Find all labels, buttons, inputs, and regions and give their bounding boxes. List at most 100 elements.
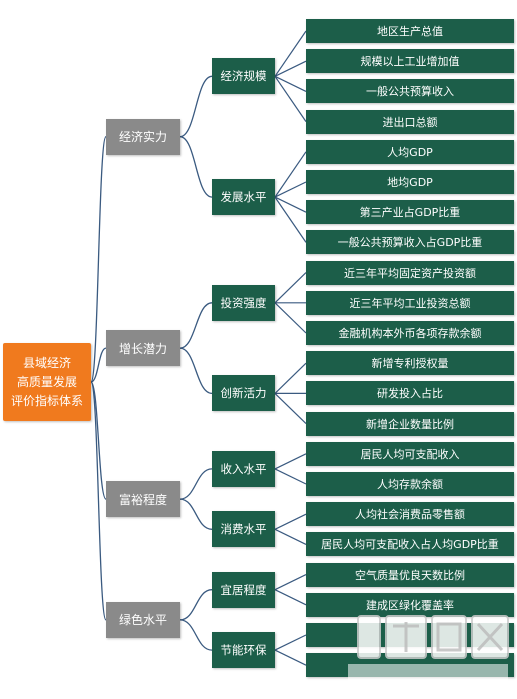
group-connector <box>179 619 213 651</box>
indicator-item-label: 规模以上工业增加值 <box>360 55 460 69</box>
indicator-item: 人均存款余额 <box>306 472 514 496</box>
item-connector <box>274 589 307 606</box>
indicator-item-label: 空气质量优良天数比例 <box>355 568 465 582</box>
item-connector <box>274 75 307 122</box>
dimension-node-label: 绿色水平 <box>118 613 167 628</box>
sub-dimension-node-label: 节能环保 <box>220 643 267 658</box>
indicator-item-label: 第三产业占GDP比重 <box>359 206 461 220</box>
item-connector <box>274 362 307 394</box>
dimension-node: 绿色水平 <box>106 601 180 638</box>
item-connector <box>274 181 307 198</box>
indicator-item-label: 人均社会消费品零售额 <box>355 508 465 522</box>
indicator-item-label: 人均GDP <box>387 145 433 159</box>
indicator-item-label: 居民人均可支配收入占人均GDP比重 <box>321 538 499 552</box>
indicator-item: 居民人均可支配收入占人均GDP比重 <box>306 532 514 557</box>
sub-dimension-node-label: 发展水平 <box>220 190 267 205</box>
dimension-node: 增长潜力 <box>106 330 180 367</box>
indicator-item: 近三年平均固定资产投资额 <box>306 260 514 285</box>
indicator-item: 人均GDP <box>306 139 514 164</box>
item-connector <box>274 272 307 304</box>
sub-dimension-node: 收入水平 <box>212 450 275 487</box>
dimension-connector <box>90 381 107 500</box>
indicator-item-label: 新增企业数量比例 <box>366 417 454 431</box>
item-connector <box>274 196 307 213</box>
sub-dimension-node-label: 宜居程度 <box>220 582 267 597</box>
sub-dimension-node-label: 消费水平 <box>220 522 267 537</box>
item-connector <box>274 392 307 425</box>
dimension-node: 经济实力 <box>106 118 180 155</box>
item-connector <box>274 634 307 651</box>
sub-dimension-node: 创新活力 <box>212 375 275 412</box>
dimension-node-label: 经济实力 <box>118 130 167 145</box>
dimension-node: 富裕程度 <box>106 481 180 518</box>
indicator-item: 居民人均可支配收入 <box>306 441 514 466</box>
sub-dimension-node-label: 投资强度 <box>220 295 267 310</box>
group-connector <box>179 136 213 198</box>
indicator-item-label: 研发投入占比 <box>377 387 443 401</box>
indicator-item-label: 近三年平均固定资产投资额 <box>344 266 476 280</box>
indicator-item-label: 建成区绿化覆盖率 <box>366 598 454 612</box>
sub-dimension-node-label: 创新活力 <box>220 386 267 401</box>
indicator-item: 空气质量优良天数比例 <box>306 562 514 587</box>
indicator-item: 规模以上工业增加值 <box>306 49 514 74</box>
item-connector <box>274 151 307 198</box>
item-connector <box>274 453 307 470</box>
indicator-item: 建成区绿化覆盖率 <box>306 592 514 617</box>
indicator-item-label: 一般公共预算收入 <box>366 85 454 99</box>
root-line-1: 县域经济 <box>22 355 71 370</box>
group-connector <box>179 302 213 349</box>
indicator-item-label: 进出口总额 <box>382 115 438 129</box>
group-connector <box>179 347 213 395</box>
dimension-connector <box>90 381 107 621</box>
group-connector <box>179 498 213 530</box>
item-connector <box>274 30 307 77</box>
indicator-item-label: 金融机构本外币各项存款余额 <box>338 327 482 340</box>
indicator-item <box>306 623 514 647</box>
indicator-item-label: 一般公共预算收入占GDP比重 <box>337 236 483 250</box>
indicator-item-label: 近三年平均工业投资总额 <box>349 296 471 310</box>
indicator-item: 一般公共预算收入 <box>306 79 514 104</box>
sub-dimension-node-label: 经济规模 <box>220 69 267 84</box>
sub-dimension-node: 发展水平 <box>212 179 275 216</box>
item-connector <box>274 649 307 666</box>
indicator-item-label: 居民人均可支配收入 <box>360 447 460 461</box>
indicator-item: 地均GDP <box>306 170 514 194</box>
indicator-item: 地区生产总值 <box>306 19 514 43</box>
item-connector <box>274 302 307 334</box>
item-connector <box>274 468 307 485</box>
dimension-node-label: 富裕程度 <box>118 492 167 507</box>
dimension-node-label: 增长潜力 <box>118 341 167 356</box>
indicator-item-label: 地均GDP <box>387 176 433 189</box>
sub-dimension-node: 投资强度 <box>212 284 275 321</box>
item-connector <box>274 574 307 591</box>
sub-dimension-node: 节能环保 <box>212 632 275 669</box>
group-connector <box>179 468 213 500</box>
item-connector <box>274 528 307 545</box>
indicator-item: 研发投入占比 <box>306 381 514 406</box>
indicator-item: 进出口总额 <box>306 109 514 134</box>
dimension-connector <box>90 136 107 383</box>
indicator-item: 第三产业占GDP比重 <box>306 200 514 225</box>
indicator-item: 新增企业数量比例 <box>306 411 514 436</box>
indicator-item: 金融机构本外币各项存款余额 <box>306 321 514 345</box>
dimension-connector <box>90 347 107 383</box>
indicator-item: 新增专利授权量 <box>306 351 514 376</box>
root-line-3: 评价指标体系 <box>10 393 83 408</box>
item-connector <box>274 60 307 77</box>
indicator-item-label: 地区生产总值 <box>377 25 443 38</box>
item-connector <box>274 513 307 530</box>
sub-dimension-node: 宜居程度 <box>212 571 275 608</box>
group-connector <box>179 75 213 138</box>
root-node: 县域经济 高质量发展 评价指标体系 <box>3 343 91 421</box>
indicator-item-label: 新增专利授权量 <box>371 357 449 371</box>
item-connector <box>274 196 307 243</box>
group-connector <box>179 589 213 621</box>
indicator-item-label: 人均存款余额 <box>377 478 443 491</box>
sub-dimension-node: 经济规模 <box>212 58 275 95</box>
indicator-item <box>306 653 514 678</box>
sub-dimension-node: 消费水平 <box>212 511 275 548</box>
root-line-2: 高质量发展 <box>16 374 77 389</box>
item-connector <box>274 75 307 92</box>
